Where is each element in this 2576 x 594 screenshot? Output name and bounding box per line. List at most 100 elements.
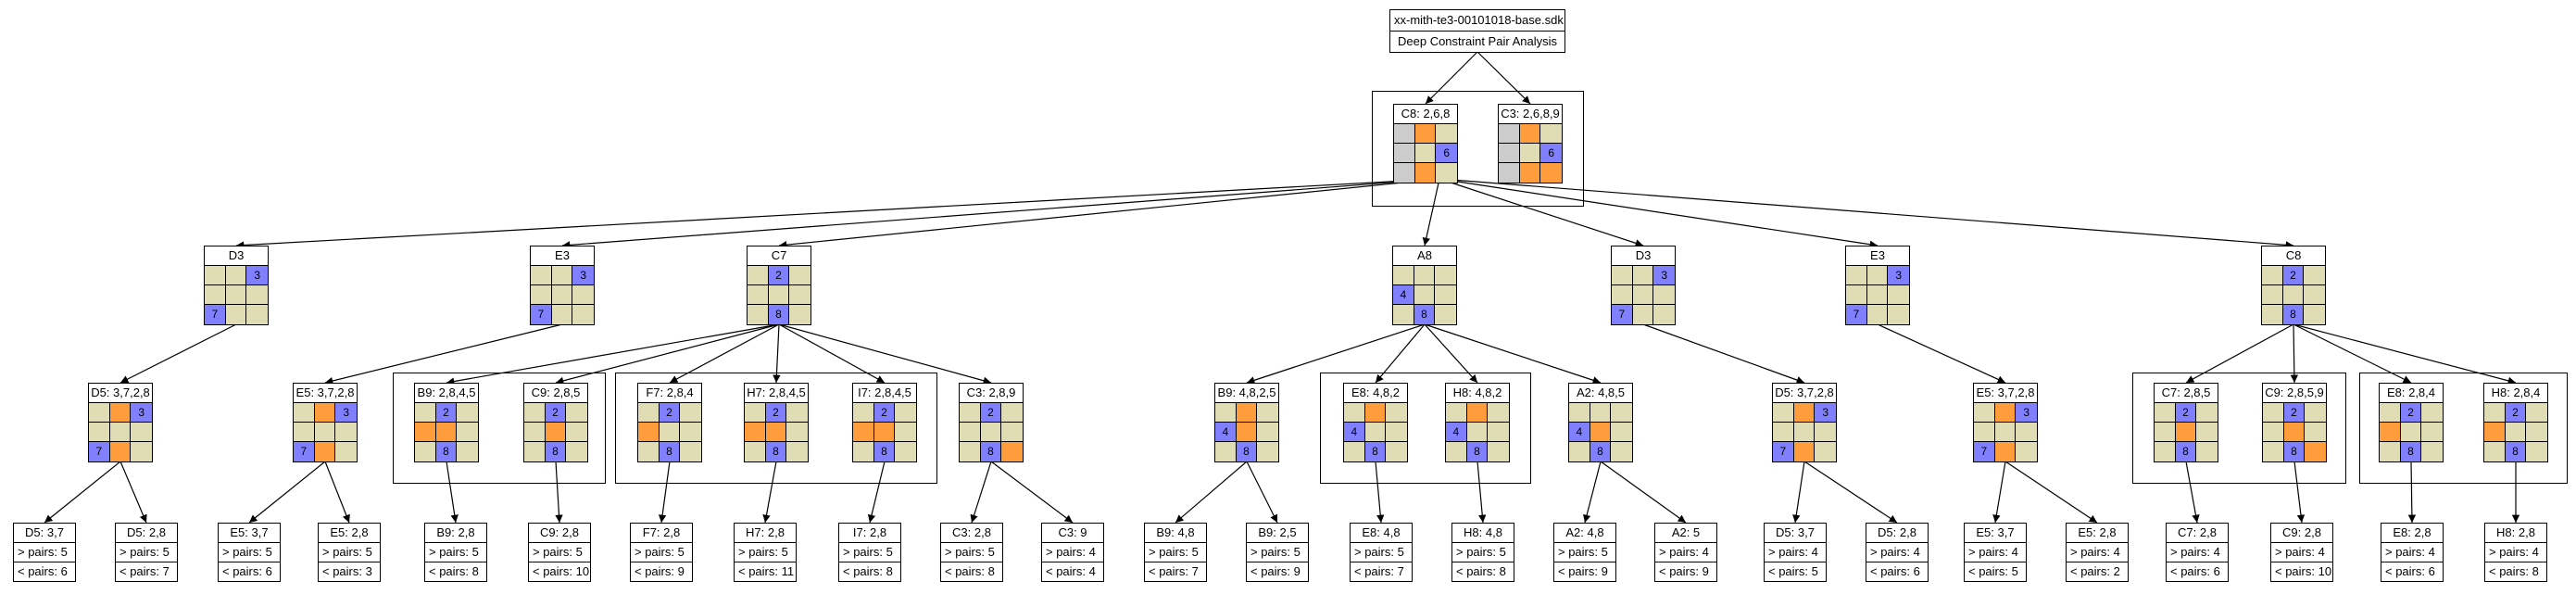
grid-node-label: E3 — [555, 248, 570, 262]
leaf-label: D5: 3,7 — [1776, 525, 1815, 539]
grid-cell — [2400, 423, 2422, 442]
grid-cell: 2 — [980, 403, 1002, 423]
grid-node-label: C9: 2,8,5 — [531, 385, 581, 399]
grid-cell: 3 — [131, 403, 152, 423]
leaf-label: B9: 4,8 — [1156, 525, 1195, 539]
grid-cell: 3 — [2016, 403, 2037, 423]
grid-cell — [895, 442, 916, 461]
leaf-greater-pairs: > pairs: 4 — [2485, 542, 2546, 562]
grid-cell — [873, 423, 896, 442]
grid-cell — [524, 403, 546, 423]
grid-cell — [1888, 305, 1909, 324]
edge-c7-c3 — [778, 323, 992, 385]
grid-cell: 7 — [89, 442, 110, 461]
mini-grid: 6 — [1394, 123, 1457, 183]
leaf-less-pairs: < pairs: 2 — [2067, 562, 2128, 581]
grid-cell — [1344, 403, 1365, 423]
grid-cell — [335, 423, 357, 442]
leaf-l14: E8: 4,8> pairs: 5< pairs: 7 — [1350, 523, 1413, 582]
leaf-l19: D5: 2,8> pairs: 4< pairs: 6 — [1866, 523, 1929, 582]
leaf-greater-pairs: > pairs: 4 — [2381, 542, 2443, 562]
leaf-l2: D5: 2,8> pairs: 5< pairs: 7 — [115, 523, 178, 582]
grid-node-label: E8: 2,8,4 — [2386, 385, 2436, 399]
leaf-label: C9: 2,8 — [2282, 525, 2321, 539]
leaf-l9: I7: 2,8> pairs: 5< pairs: 8 — [838, 523, 901, 582]
edge-d5a-l2 — [119, 461, 147, 524]
grid-cell — [2305, 442, 2326, 461]
grid-cell — [294, 423, 315, 442]
leaf-less-pairs: < pairs: 5 — [1765, 562, 1826, 581]
leaf-l17: A2: 5> pairs: 4< pairs: 9 — [1654, 523, 1717, 582]
grid-cell: 2 — [545, 403, 567, 423]
grid-cell — [415, 423, 436, 442]
leaf-label: A2: 5 — [1671, 525, 1701, 539]
grid-cell: 8 — [2400, 442, 2422, 461]
grid-cell: 7 — [531, 305, 552, 324]
leaf-label: H7: 2,8 — [746, 525, 785, 539]
grid-cell — [2196, 423, 2218, 442]
grid-cell — [531, 285, 552, 305]
leaf-less-pairs: < pairs: 5 — [1965, 562, 2026, 581]
leaf-less-pairs: < pairs: 9 — [1247, 562, 1308, 581]
grid-cell — [415, 442, 436, 461]
grid-cell — [2155, 442, 2176, 461]
leaf-greater-pairs: > pairs: 5 — [14, 542, 75, 562]
leaf-greater-pairs: > pairs: 5 — [1452, 542, 1514, 562]
grid-cell — [205, 266, 226, 285]
grid-cell — [2262, 305, 2283, 324]
grid-cell — [1414, 144, 1437, 163]
leaf-less-pairs: < pairs: 4 — [1042, 562, 1103, 581]
grid-node-label: A8 — [1417, 248, 1432, 262]
leaf-label: E5: 3,7 — [230, 525, 269, 539]
grid-cell — [566, 403, 587, 423]
edge-d3b-d5b — [1642, 323, 1805, 385]
grid-cell: 8 — [768, 305, 790, 324]
grid-cell — [1793, 442, 1816, 461]
grid-cell — [2526, 403, 2547, 423]
edge-c8top-d3a — [235, 178, 1440, 249]
edge-d5a-l1 — [44, 461, 121, 524]
leaf-greater-pairs: > pairs: 5 — [1145, 542, 1206, 562]
grid-node-label: C3: 2,6,8,9 — [1501, 107, 1560, 120]
grid-cell — [1435, 266, 1456, 285]
grid-node-label: C7 — [771, 248, 787, 262]
leaf-label: B9: 2,8 — [436, 525, 475, 539]
grid-cell — [314, 442, 336, 461]
grid-cell: 8 — [435, 442, 458, 461]
grid-cell — [1386, 403, 1407, 423]
edge-c3-l10 — [970, 461, 992, 524]
leaf-label: H8: 4,8 — [1464, 525, 1502, 539]
grid-node-label: C9: 2,8,5,9 — [2265, 385, 2324, 399]
leaf-label: C9: 2,8 — [540, 525, 579, 539]
grid-cell — [1414, 163, 1437, 183]
leaf-less-pairs: < pairs: 6 — [2167, 562, 2228, 581]
edge-c8top-e3a — [561, 178, 1440, 249]
leaf-l22: C7: 2,8> pairs: 4< pairs: 6 — [2166, 523, 2229, 582]
grid-cell — [1540, 163, 1562, 183]
grid-cell — [2283, 423, 2306, 442]
cluster-c8-right — [2359, 373, 2568, 484]
grid-cell — [314, 423, 336, 442]
grid-cell — [1499, 144, 1520, 163]
leaf-less-pairs: < pairs: 9 — [1554, 562, 1615, 581]
grid-cell — [2016, 442, 2037, 461]
grid-cell — [1590, 423, 1612, 442]
grid-cell: 7 — [1846, 305, 1867, 324]
leaf-label: F7: 2,8 — [642, 525, 681, 539]
grid-cell: 8 — [1364, 442, 1387, 461]
grid-cell — [2421, 403, 2443, 423]
grid-node-label: E8: 4,8,2 — [1351, 385, 1401, 399]
grid-node-label: D3 — [228, 248, 245, 262]
leaf-less-pairs: < pairs: 7 — [116, 562, 177, 581]
grid-cell: 3 — [572, 266, 594, 285]
grid-cell — [2196, 403, 2218, 423]
